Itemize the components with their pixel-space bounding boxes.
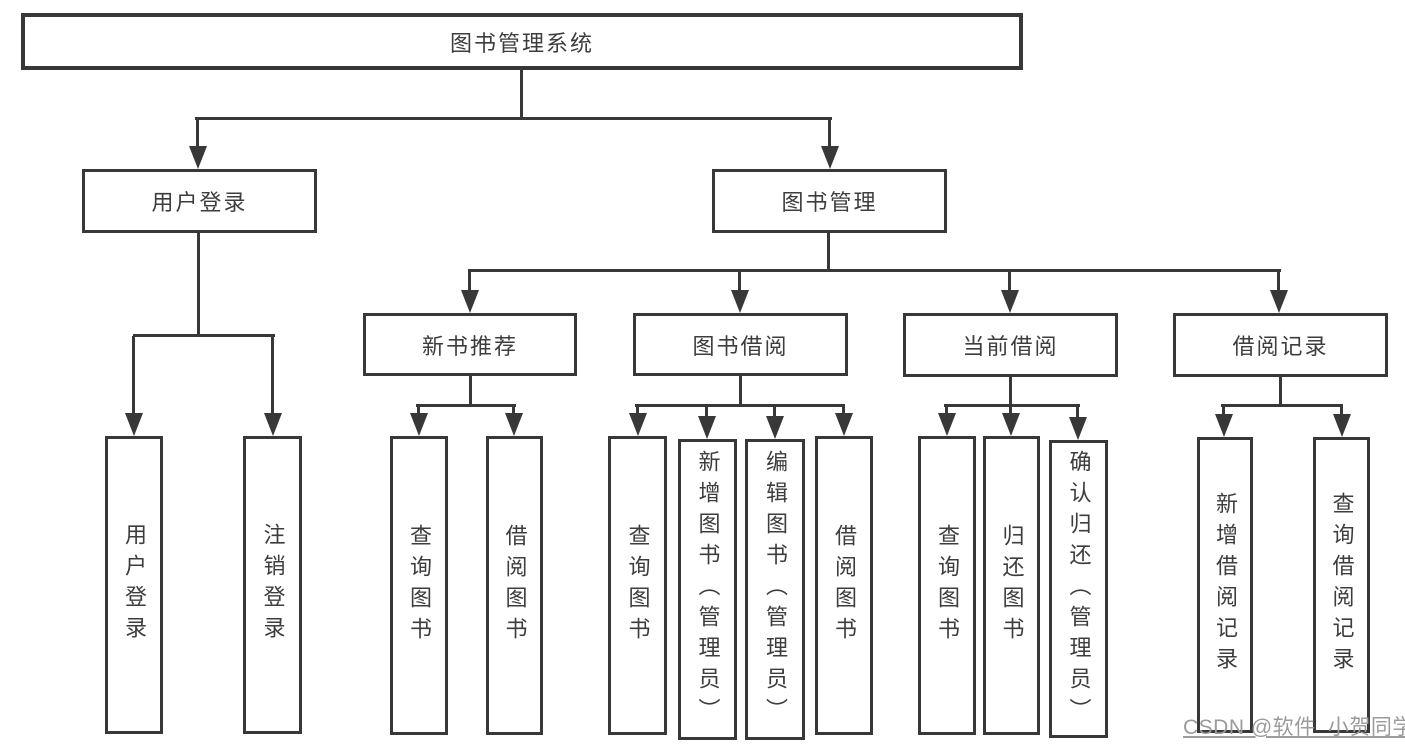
- connector-user-login-stem: [197, 233, 200, 336]
- node-book-management: 图书管理: [712, 169, 947, 233]
- arrow-borrow-books-2: [834, 406, 853, 436]
- arrow-edit-book-admin: [765, 406, 784, 439]
- node-book-borrow: 图书借阅: [633, 313, 848, 376]
- arrow-leaf-user-login: [124, 336, 143, 436]
- node-new-book-recommend: 新书推荐: [363, 313, 577, 376]
- connector-book-borrow-stem: [739, 376, 742, 407]
- arrow-to-book-management: [820, 119, 839, 169]
- leaf-query-books-2: 查询图书: [608, 436, 667, 735]
- arrow-query-books-1: [409, 406, 428, 436]
- leaf-confirm-return-admin: 确认归还（管理员）: [1049, 440, 1108, 738]
- node-root: 图书管理系统: [21, 13, 1023, 70]
- arrow-add-book-admin: [697, 406, 716, 439]
- arrow-add-borrow-record: [1214, 406, 1233, 437]
- leaf-borrow-books-2: 借阅图书: [815, 436, 873, 735]
- connector-borrow-records-stem: [1279, 377, 1282, 406]
- leaf-add-book-admin: 新增图书（管理员）: [678, 439, 737, 740]
- connector-current-borrow-stem: [1009, 377, 1012, 407]
- connector-root-stem: [520, 70, 523, 118]
- arrow-to-user-login: [188, 119, 207, 169]
- arrow-current-borrow: [1000, 271, 1019, 313]
- leaf-logout: 注销登录: [243, 436, 302, 734]
- connector-book-management-stem: [827, 233, 830, 271]
- leaf-add-borrow-record: 新增借阅记录: [1197, 437, 1253, 733]
- node-borrow-records: 借阅记录: [1173, 313, 1388, 377]
- arrow-confirm-return-admin: [1068, 406, 1087, 440]
- arrow-borrow-records: [1269, 271, 1288, 313]
- connector-book-borrow-bus: [635, 404, 845, 407]
- connector-current-borrow-bus: [944, 404, 1080, 407]
- leaf-user-login: 用户登录: [105, 436, 163, 734]
- arrow-new-book-recommend: [460, 271, 479, 313]
- leaf-edit-book-admin: 编辑图书（管理员）: [745, 439, 805, 740]
- leaf-query-borrow-record: 查询借阅记录: [1313, 437, 1370, 733]
- connector-book-management-bus: [468, 269, 1281, 272]
- connector-root-bus: [195, 117, 832, 120]
- node-current-borrow: 当前借阅: [903, 313, 1118, 377]
- arrow-query-books-2: [628, 406, 647, 436]
- arrow-leaf-logout: [263, 336, 282, 436]
- connector-borrow-records-bus: [1221, 404, 1343, 407]
- arrow-query-borrow-record: [1332, 406, 1351, 437]
- connector-new-book-stem: [469, 376, 472, 407]
- leaf-query-books-3: 查询图书: [918, 436, 976, 735]
- arrow-return-book: [1001, 406, 1020, 436]
- arrow-book-borrow: [730, 271, 749, 313]
- leaf-return-book: 归还图书: [983, 436, 1040, 735]
- leaf-borrow-books-1: 借阅图书: [486, 436, 543, 735]
- node-user-login: 用户登录: [82, 169, 317, 233]
- watermark-text: CSDN @软件_小贺同学: [1183, 716, 1405, 739]
- connector-new-book-bus: [416, 404, 516, 407]
- arrow-query-books-3: [937, 406, 956, 436]
- arrow-borrow-books-1: [504, 406, 523, 436]
- connector-user-login-bus: [133, 334, 275, 337]
- leaf-query-books-1: 查询图书: [390, 436, 448, 735]
